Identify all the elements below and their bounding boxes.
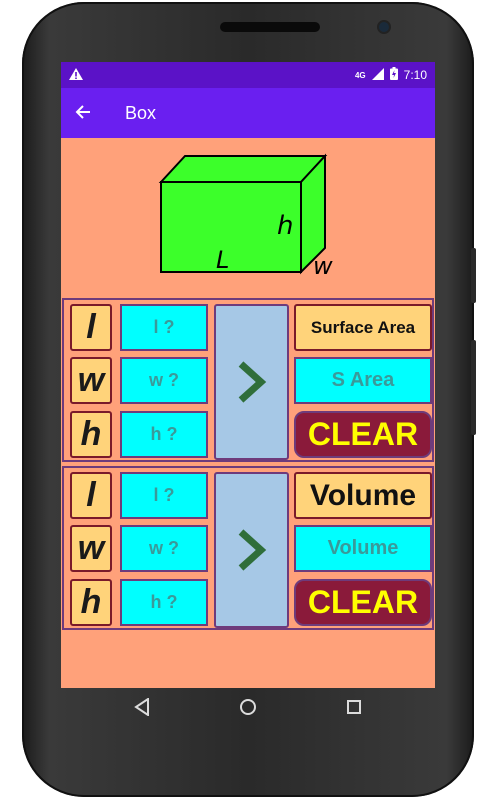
chevron-right-icon xyxy=(238,529,266,571)
calculate-surface-area-button[interactable] xyxy=(214,304,289,460)
arrow-back-icon[interactable] xyxy=(75,100,111,126)
chevron-right-icon xyxy=(238,361,266,403)
height-label: h xyxy=(277,211,293,241)
app-bar: Box xyxy=(61,88,435,138)
height-input[interactable]: h ? xyxy=(120,411,208,458)
speaker-grille xyxy=(220,22,320,32)
surface-area-title: Surface Area xyxy=(294,304,432,351)
surface-area-result: S Area xyxy=(294,357,432,404)
page-title: Box xyxy=(125,102,157,123)
surface-area-panel: l w h l ? w ? h ? Surface Area S Area CL… xyxy=(62,298,434,462)
clock: 7:10 xyxy=(403,68,427,82)
volume-result: Volume xyxy=(294,525,432,572)
box-diagram: h L w xyxy=(61,138,435,294)
width-letter: w xyxy=(70,357,112,404)
calculate-volume-button[interactable] xyxy=(214,472,289,628)
status-bar: 4G 7:10 xyxy=(61,62,435,88)
height-letter: h xyxy=(70,579,112,626)
clear-volume-button[interactable]: CLEAR xyxy=(294,579,432,626)
square-recents-icon[interactable] xyxy=(346,698,362,721)
length-letter: l xyxy=(70,472,112,519)
triangle-back-icon[interactable] xyxy=(134,697,150,721)
screen: 4G 7:10 Box h L w xyxy=(61,62,435,688)
network-type: 4G xyxy=(354,70,366,80)
volume-button xyxy=(471,248,476,303)
width-letter: w xyxy=(70,525,112,572)
battery-icon xyxy=(389,67,398,83)
width-input[interactable]: w ? xyxy=(120,525,208,572)
height-letter: h xyxy=(70,411,112,458)
power-button xyxy=(471,340,476,435)
warning-icon xyxy=(69,67,83,83)
width-label: w xyxy=(313,252,333,280)
circle-home-icon[interactable] xyxy=(239,698,257,721)
length-letter: l xyxy=(70,304,112,351)
height-input[interactable]: h ? xyxy=(120,579,208,626)
front-camera xyxy=(377,20,391,34)
signal-icon xyxy=(371,67,384,83)
length-input[interactable]: l ? xyxy=(120,472,208,519)
calculator-content: h L w l w h l ? w ? h ? Surface Area S A… xyxy=(61,138,435,688)
volume-panel: l w h l ? w ? h ? Volume Volume CLEAR xyxy=(62,466,434,630)
width-input[interactable]: w ? xyxy=(120,357,208,404)
length-label: L xyxy=(216,246,229,274)
volume-title: Volume xyxy=(294,472,432,519)
clear-surface-area-button[interactable]: CLEAR xyxy=(294,411,432,458)
length-input[interactable]: l ? xyxy=(120,304,208,351)
